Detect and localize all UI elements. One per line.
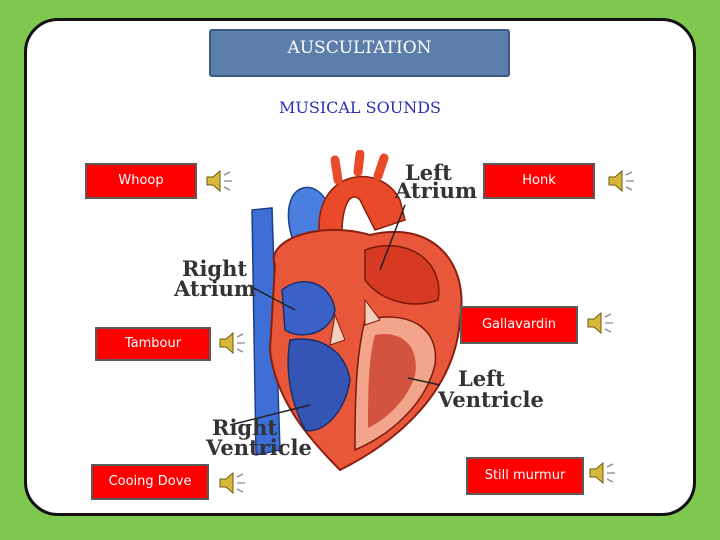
speaker-icon[interactable] xyxy=(607,168,635,194)
honk-button[interactable]: Honk xyxy=(483,163,595,199)
speaker-icon[interactable] xyxy=(218,330,246,356)
label-left-atrium: Left Atrium xyxy=(394,160,477,203)
speaker-icon[interactable] xyxy=(588,460,616,486)
page-title: AUSCULTATION xyxy=(209,29,510,77)
speaker-icon[interactable] xyxy=(586,310,614,336)
cooing-dove-button[interactable]: Cooing Dove xyxy=(91,464,209,500)
right-ventricle-chamber xyxy=(287,338,351,432)
speaker-icon[interactable] xyxy=(205,168,233,194)
label-left-ventricle: Left Ventricle xyxy=(437,366,544,412)
heart-diagram: Left Atrium Right Atrium Left Ventricle … xyxy=(173,150,544,472)
speaker-icon[interactable] xyxy=(218,470,246,496)
whoop-button[interactable]: Whoop xyxy=(85,163,197,199)
page-subtitle: MUSICAL SOUNDS xyxy=(278,98,441,117)
right-atrium-chamber xyxy=(281,281,336,336)
label-right-atrium: Right Atrium xyxy=(173,256,256,301)
gallavardin-button[interactable]: Gallavardin xyxy=(460,306,578,344)
tambour-button[interactable]: Tambour xyxy=(95,327,211,361)
vena-cava xyxy=(251,207,281,456)
still-murmur-button[interactable]: Still murmur xyxy=(466,457,584,495)
label-right-ventricle: Right Ventricle xyxy=(205,415,312,460)
